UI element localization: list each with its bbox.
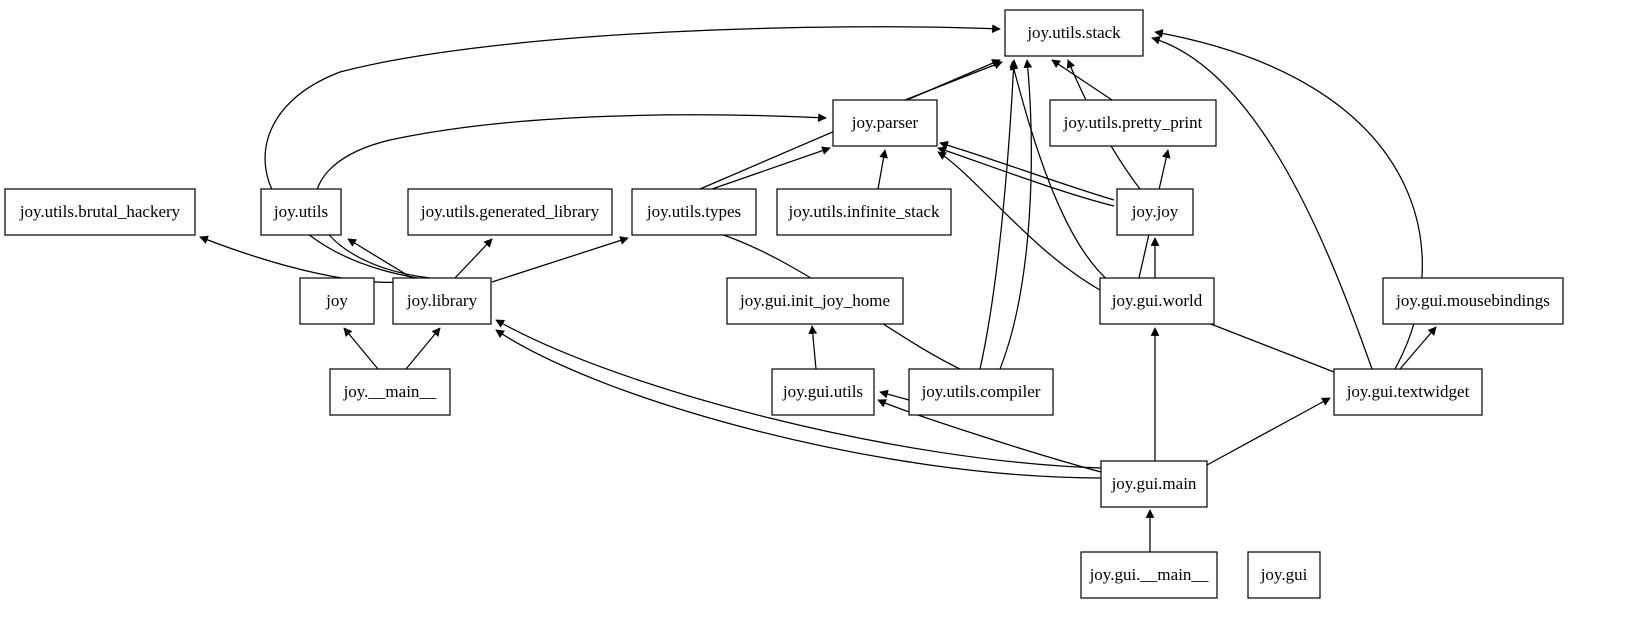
node-label: joy.utils.infinite_stack xyxy=(788,202,940,221)
graph-edge xyxy=(937,146,1115,207)
graph-node[interactable]: joy.parser xyxy=(832,99,938,147)
graph-node[interactable]: joy.library xyxy=(392,277,492,325)
node-label: joy.joy xyxy=(1131,202,1179,221)
node-box[interactable] xyxy=(1247,551,1321,599)
graph-edge xyxy=(314,113,827,279)
node-box[interactable] xyxy=(407,188,613,236)
node-label: joy.utils.stack xyxy=(1026,23,1121,42)
graph-node[interactable]: joy.utils.compiler xyxy=(908,368,1054,416)
node-box[interactable] xyxy=(631,188,757,236)
node-label: joy.gui.textwidget xyxy=(1346,382,1470,401)
node-box[interactable] xyxy=(1382,277,1564,325)
graph-edge xyxy=(808,325,818,370)
node-label: joy.gui.mousebindings xyxy=(1395,291,1550,310)
graph-node[interactable]: joy.gui xyxy=(1247,551,1321,599)
graph-node[interactable]: joy.gui.world xyxy=(1099,277,1215,325)
graph-node[interactable]: joy.utils.generated_library xyxy=(407,188,613,236)
node-label: joy.__main__ xyxy=(343,382,437,401)
graph-edge xyxy=(347,238,413,279)
graph-node[interactable]: joy.gui.mousebindings xyxy=(1382,277,1564,325)
node-label: joy.gui.__main__ xyxy=(1089,565,1209,584)
node-box[interactable] xyxy=(329,368,451,416)
graph-node[interactable]: joy.utils.types xyxy=(631,188,757,236)
graph-edge xyxy=(877,149,888,190)
node-label: joy.utils xyxy=(273,202,328,221)
graph-edge xyxy=(343,327,379,370)
graph-edge xyxy=(264,24,1001,279)
graph-edge xyxy=(1051,59,1113,101)
node-box[interactable] xyxy=(1080,551,1218,599)
node-label: joy.utils.generated_library xyxy=(420,202,600,221)
graph-edge xyxy=(495,329,1102,479)
graph-node[interactable]: joy.gui.init_joy_home xyxy=(726,277,904,325)
node-label: joy.utils.brutal_hackery xyxy=(19,202,181,221)
node-box[interactable] xyxy=(260,188,342,236)
node-box[interactable] xyxy=(726,277,904,325)
graph-node[interactable]: joy.utils.pretty_print xyxy=(1049,99,1217,147)
graph-node[interactable]: joy.gui.utils xyxy=(771,368,875,416)
node-label: joy.gui xyxy=(1260,565,1308,584)
node-label: joy.gui.main xyxy=(1111,474,1197,493)
node-box[interactable] xyxy=(392,277,492,325)
node-label: joy.gui.world xyxy=(1111,291,1203,310)
graph-edge xyxy=(711,146,831,190)
graph-node[interactable]: joy.gui.textwidget xyxy=(1333,368,1483,416)
graph-edge xyxy=(1206,397,1331,466)
graph-edge xyxy=(495,319,1102,469)
graph-edge xyxy=(879,389,910,401)
node-box[interactable] xyxy=(1099,277,1215,325)
graph-node[interactable]: joy.__main__ xyxy=(329,368,451,416)
node-layer: joy.utils.stack joy.parser joy.utils.prett… xyxy=(4,9,1564,599)
node-box[interactable] xyxy=(299,277,375,325)
graph-edge xyxy=(1009,61,1111,283)
node-label: joy.utils.compiler xyxy=(921,382,1041,401)
node-box[interactable] xyxy=(908,368,1054,416)
graph-node[interactable]: joy.utils.stack xyxy=(1004,9,1144,57)
graph-edge xyxy=(999,59,1033,370)
node-box[interactable] xyxy=(1049,99,1217,147)
graph-edge xyxy=(904,60,1003,101)
node-box[interactable] xyxy=(771,368,875,416)
node-box[interactable] xyxy=(832,99,938,147)
node-label: joy.parser xyxy=(851,113,919,132)
node-box[interactable] xyxy=(1116,188,1194,236)
graph-edge xyxy=(1151,36,1373,370)
graph-edge xyxy=(877,399,1102,473)
node-label: joy.library xyxy=(406,291,478,310)
node-label: joy.gui.utils xyxy=(782,382,863,401)
node-box[interactable] xyxy=(4,188,196,236)
node-label: joy xyxy=(325,291,348,310)
graph-edge xyxy=(405,327,441,370)
graph-node[interactable]: joy.gui.main xyxy=(1100,460,1208,508)
graph-node[interactable]: joy xyxy=(299,277,375,325)
node-box[interactable] xyxy=(1333,368,1483,416)
graph-edge xyxy=(1399,326,1437,370)
graph-edge xyxy=(937,151,1101,291)
node-box[interactable] xyxy=(1004,9,1144,57)
graph-node[interactable]: joy.utils xyxy=(260,188,342,236)
node-box[interactable] xyxy=(1100,460,1208,508)
graph-node[interactable]: joy.joy xyxy=(1116,188,1194,236)
node-label: joy.utils.types xyxy=(646,202,741,221)
graph-edge xyxy=(979,59,1018,370)
graph-node[interactable]: joy.gui.__main__ xyxy=(1080,551,1218,599)
node-box[interactable] xyxy=(776,188,952,236)
node-label: joy.gui.init_joy_home xyxy=(739,291,890,310)
graph-node[interactable]: joy.utils.brutal_hackery xyxy=(4,188,196,236)
graph-edge xyxy=(454,238,493,279)
graph-edge xyxy=(939,140,1115,201)
graph-edge xyxy=(491,236,629,283)
node-label: joy.utils.pretty_print xyxy=(1063,113,1203,132)
graph-node[interactable]: joy.utils.infinite_stack xyxy=(776,188,952,236)
